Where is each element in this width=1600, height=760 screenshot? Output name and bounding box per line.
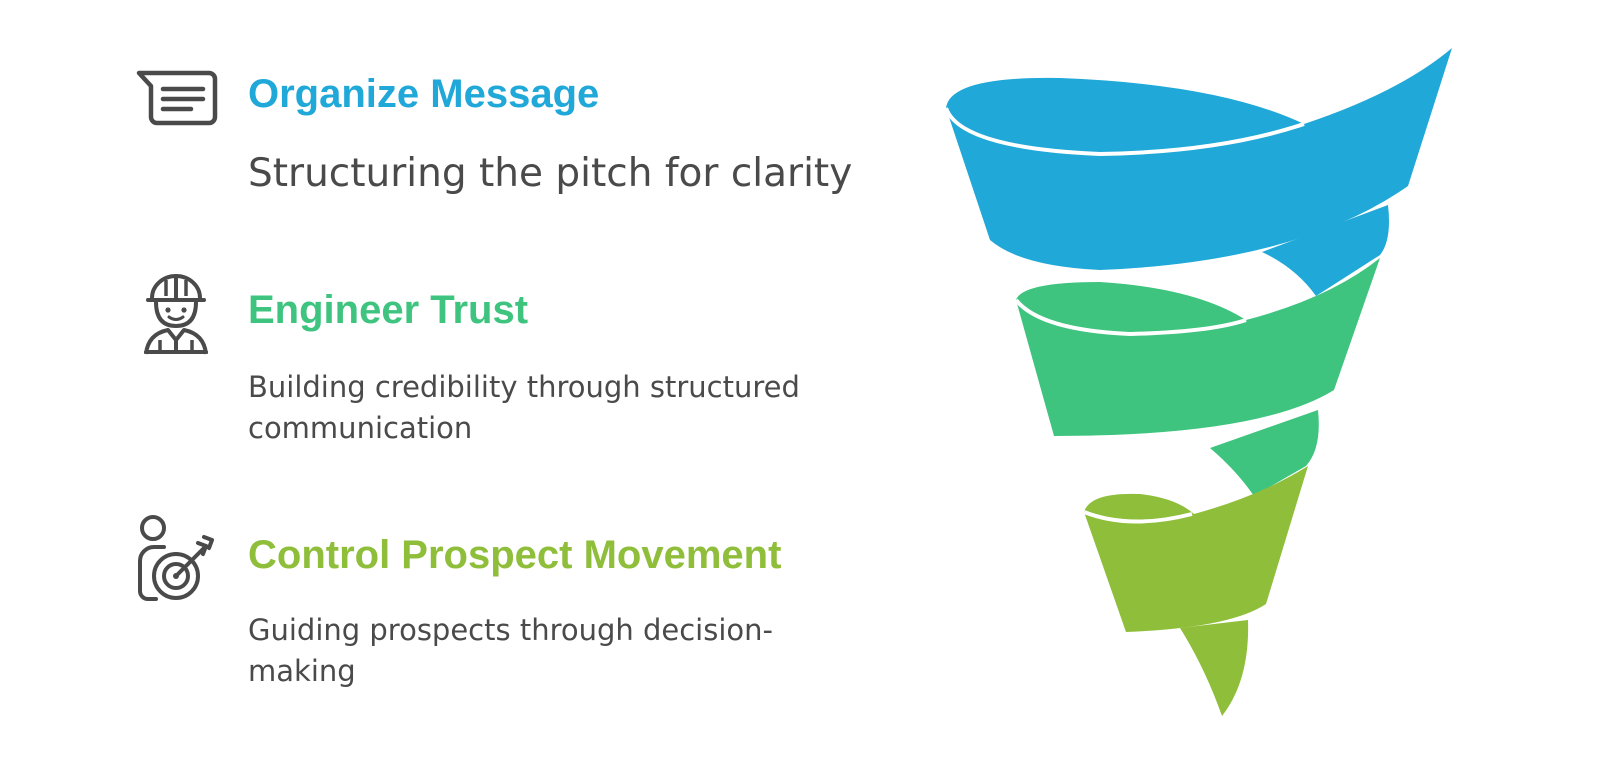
spiral-funnel xyxy=(930,40,1470,735)
funnel-connector-blue xyxy=(1262,205,1389,296)
engineer-hardhat-icon xyxy=(140,270,212,356)
funnel-segment-blue xyxy=(946,48,1452,270)
step-description: Structuring the pitch for clarity xyxy=(248,151,853,196)
step-title: Organize Message xyxy=(248,72,600,116)
step-title: Engineer Trust xyxy=(248,288,529,332)
step-organize-message: Organize Message Structuring the pitch f… xyxy=(0,0,900,230)
message-lines-icon xyxy=(135,68,219,128)
person-target-icon xyxy=(134,513,218,603)
step-control-prospect-movement: Control Prospect Movement Guiding prospe… xyxy=(0,505,900,705)
step-description: Guiding prospects through decision-makin… xyxy=(248,613,773,688)
funnel-connector-green xyxy=(1210,410,1319,496)
step-description: Building credibility through structured … xyxy=(248,370,800,445)
funnel-segment-green xyxy=(1016,258,1380,436)
step-engineer-trust: Engineer Trust Building credibility thro… xyxy=(0,260,900,460)
funnel-tail xyxy=(1180,620,1249,716)
step-title: Control Prospect Movement xyxy=(248,533,782,577)
funnel-segment-lime xyxy=(1084,466,1308,632)
